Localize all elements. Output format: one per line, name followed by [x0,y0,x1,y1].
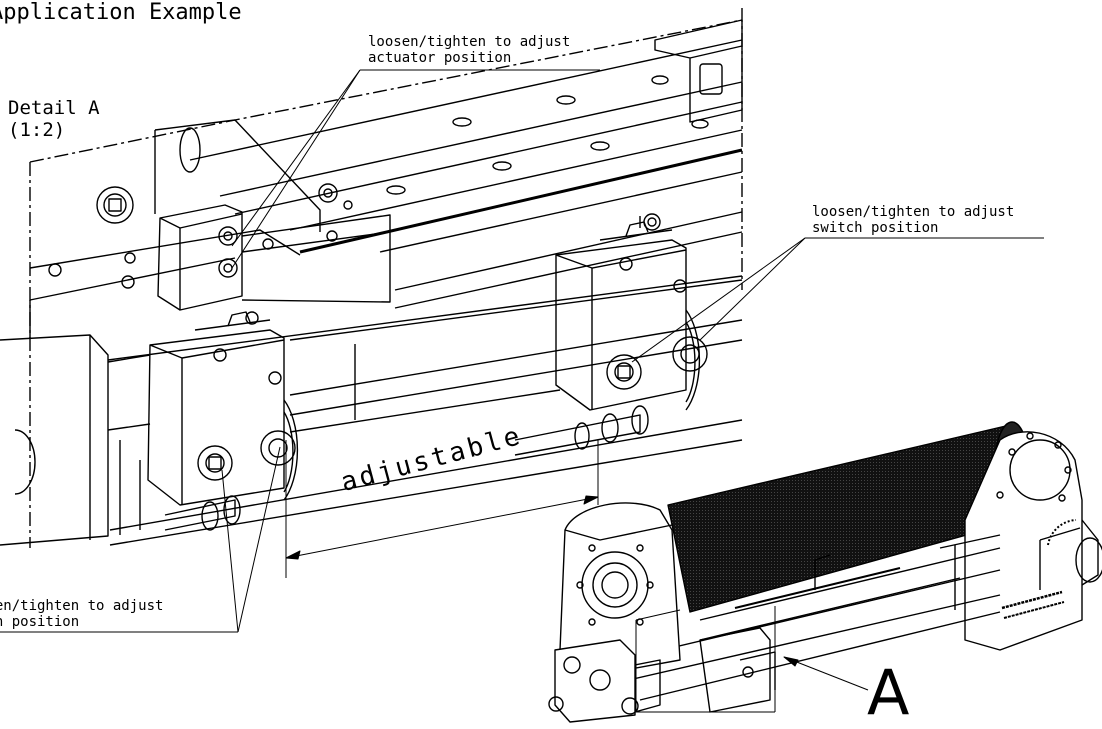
rail-mounting-holes [386,75,709,195]
right-limit-switch [514,213,708,456]
right-plate-bolts [996,432,1072,502]
left-limit-switch [147,311,299,531]
detail-frame-a [635,606,776,713]
roller-assembly [548,421,1102,723]
actuator-block [157,204,391,311]
callout-switch-position-right: loosen/tighten to adjust switch position [812,204,1015,237]
detail-view [0,8,743,548]
angle-bracket [96,119,353,250]
adjustable-dimension [285,440,599,578]
callout-switch-position-left: osen/tighten to adjust tch position [0,598,164,631]
drawing-title: Application Example [0,0,242,25]
callout-actuator-position: loosen/tighten to adjust actuator positi… [368,34,571,67]
leader-lines [0,69,1044,633]
linear-rail [189,19,743,309]
detail-arrow [783,656,869,691]
detail-reference-letter: A [867,656,910,729]
detail-label: Detail A (1:2) [8,97,100,141]
